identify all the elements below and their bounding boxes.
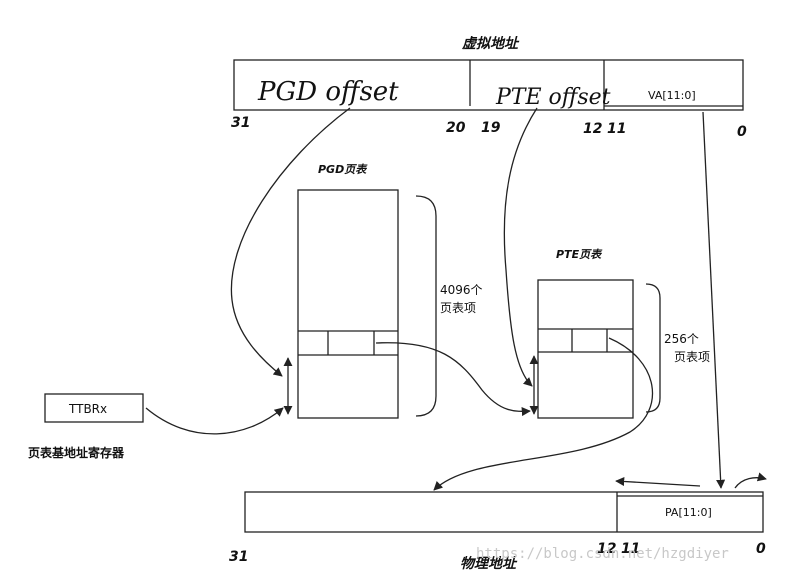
pte-entry-label: 页表项 [674, 350, 710, 364]
pgd-entry-label: 页表项 [440, 301, 476, 315]
pte-table-title: PTE页表 [556, 248, 603, 261]
pte-size-brace [645, 283, 661, 413]
pa-low-bits-field: PA[11:0] [665, 506, 712, 519]
pa-bit-11: 11 [621, 541, 640, 557]
pte-offset-field: PTE offset [495, 85, 611, 110]
va-bit-11: 11 [607, 121, 626, 137]
pa-bit-12: 12 [597, 541, 616, 557]
physical-address-bar [244, 491, 764, 533]
pgd-offset-arrow [230, 107, 351, 377]
va-bit-12: 12 [583, 121, 602, 137]
pte-offset-arrow [503, 107, 538, 387]
pa-range-left-arrow [615, 476, 701, 487]
pte-entry-to-pa-arrow [433, 337, 653, 491]
ttbr-register-caption: 页表基地址寄存器 [28, 445, 125, 460]
va-bit-31: 31 [231, 115, 250, 131]
pgd-entry-count: 4096个 [440, 283, 483, 297]
pgd-entry-to-pte-arrow [375, 342, 531, 417]
ttbr-register-label: TTBRx [68, 402, 107, 416]
pgd-table-title: PGD页表 [318, 163, 368, 176]
physical-address-title: 物理地址 [460, 555, 518, 572]
virtual-address-bar [233, 59, 744, 111]
virtual-address-title: 虚拟地址 [461, 35, 520, 52]
pgd-size-brace [415, 195, 437, 417]
va-bit-20: 20 [446, 120, 466, 136]
va-bit-19: 19 [481, 120, 501, 136]
pgd-offset-field: PGD offset [257, 77, 399, 107]
pte-table [537, 279, 634, 419]
pa-range-right-arrow [734, 472, 767, 489]
pa-bit-0: 0 [756, 541, 766, 557]
pa-bit-31: 31 [229, 549, 248, 565]
va-low-bits-field: VA[11:0] [648, 89, 696, 102]
ttbr-register-box [44, 393, 144, 423]
va-offset-to-pa-arrow [702, 111, 726, 489]
pgd-table [297, 189, 399, 419]
va-bit-0: 0 [737, 124, 747, 140]
pte-entry-count: 256个 [664, 332, 699, 346]
watermark-text: https://blog.csdn.net/hzgdiyer [476, 546, 729, 562]
ttbr-to-pgd-arrow [145, 407, 284, 435]
